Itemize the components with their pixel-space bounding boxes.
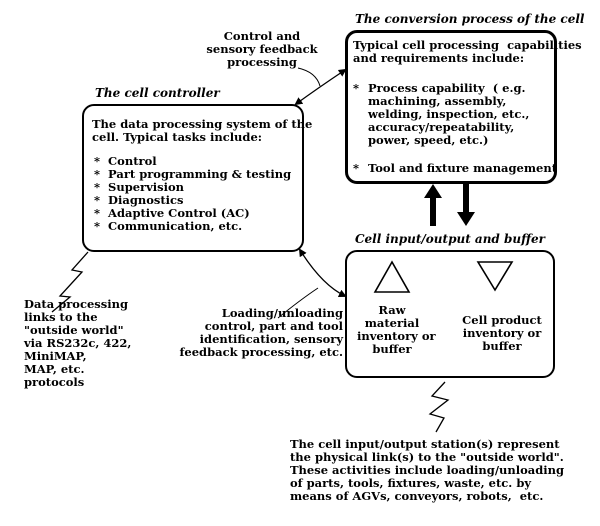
task-bullet: * Part programming & testing	[94, 167, 292, 181]
task-bullet: * Diagnostics	[94, 193, 184, 207]
cell-controller-intro: The data processing system of the cell. …	[92, 117, 313, 144]
cell-io-box: Raw material inventory or buffer Cell pr…	[345, 250, 555, 378]
material-flow-arrows	[424, 184, 475, 226]
conversion-item-bullet: *	[353, 161, 360, 175]
process-capability-item: Process capability ( e.g. machining, ass…	[368, 81, 530, 147]
control-feedback-pointer	[297, 67, 321, 87]
tool-fixture-item: Tool and fixture management	[368, 161, 558, 175]
task-bullet: * Supervision	[94, 180, 185, 194]
raw-material-label: Raw material inventory or buffer	[357, 303, 436, 356]
cell-controller-box: The data processing system of the cell. …	[82, 104, 312, 252]
conversion-process-intro: Typical cell processing capabilities and…	[353, 38, 582, 65]
product-label: Cell product inventory or buffer	[462, 313, 542, 353]
control-feedback-label: Control and sensory feedback processing	[206, 29, 318, 69]
data-links-label: Data processing links to the "outside wo…	[24, 297, 132, 389]
controller-io-link	[298, 248, 347, 298]
conversion-process-title: The conversion process of the cell	[355, 12, 585, 26]
task-bullet: * Communication, etc.	[94, 219, 243, 233]
cell-io-title: Cell input/output and buffer	[355, 232, 545, 246]
io-station-label: The cell input/output station(s) represe…	[290, 437, 565, 503]
task-bullet: * Control	[94, 154, 157, 168]
conversion-process-box: Typical cell processing capabilities and…	[345, 30, 582, 184]
loading-control-label: Loading/unloading control, part and tool…	[179, 306, 343, 359]
io-link-zigzag	[428, 381, 450, 433]
controller-conversion-link	[294, 68, 347, 106]
cell-controller-title: The cell controller	[95, 86, 220, 100]
conversion-item-bullet: *	[353, 81, 360, 95]
task-bullet: * Adaptive Control (AC)	[94, 206, 250, 220]
